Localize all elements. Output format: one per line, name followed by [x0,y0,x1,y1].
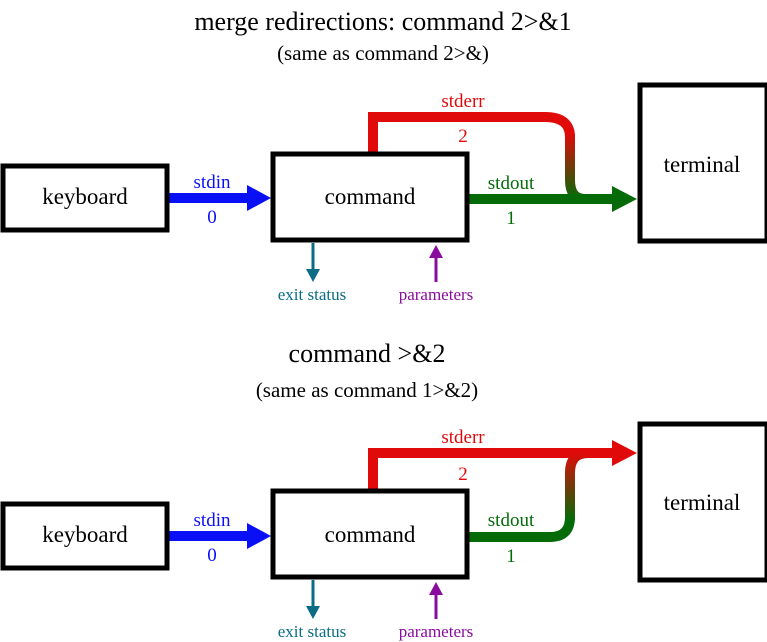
command-label: command [325,184,416,209]
stdin-arrow-head [247,523,271,549]
stderr-merge-curve [565,134,586,204]
stdin-fd: 0 [207,545,217,566]
exit-status-label: exit status [278,285,346,304]
stderr-fd: 2 [458,464,468,485]
stdout-fd: 1 [506,546,516,567]
stderr-label: stderr [441,91,485,112]
terminal-label: terminal [664,152,741,177]
diagram-title: merge redirections: command 2>&1 [194,7,571,36]
parameters-arrow-head [429,245,443,258]
stdout-label: stdout [488,173,535,194]
terminal-box [637,421,767,583]
stdin-label: stdin [194,510,231,531]
stdin-arrow-head [247,185,271,211]
stdout-label: stdout [488,510,535,531]
stderr-fd: 2 [458,126,468,147]
command-label: command [325,522,416,547]
stdin-fd: 0 [207,207,217,228]
stderr-arrow-shaft [368,448,615,490]
parameters-label: parameters [399,622,474,641]
stderr-arrow-head [612,440,637,466]
keyboard-box [0,163,170,233]
diagram-subtitle: (same as command 2>&) [277,41,489,65]
diagram-subtitle: (same as command 1>&2) [256,378,478,402]
keyboard-label: keyboard [42,522,128,547]
command-box [270,151,470,243]
stdout-arrow-head [612,186,637,212]
stdin-label: stdin [194,172,231,193]
diagram-redirect-stdout-to-stderr: command >&2 (same as command 1>&2) stder… [0,339,767,641]
stdout-merge-curve [565,448,589,520]
parameters-label: parameters [399,285,474,304]
keyboard-box [0,501,170,571]
diagram-title: command >&2 [289,339,446,368]
terminal-box [637,82,767,244]
stderr-arrow [368,112,575,154]
exit-status-label: exit status [278,622,346,641]
stdout-fd: 1 [506,208,516,229]
stdout-arrow [468,516,575,542]
terminal-label: terminal [664,490,741,515]
diagram-merge-stderr-into-stdout: merge redirections: command 2>&1 (same a… [0,7,767,304]
stderr-label: stderr [441,427,485,448]
command-box [270,488,470,580]
exit-status-arrow-head [306,269,320,282]
keyboard-label: keyboard [42,184,128,209]
parameters-arrow-head [429,582,443,595]
exit-status-arrow-head [306,606,320,619]
